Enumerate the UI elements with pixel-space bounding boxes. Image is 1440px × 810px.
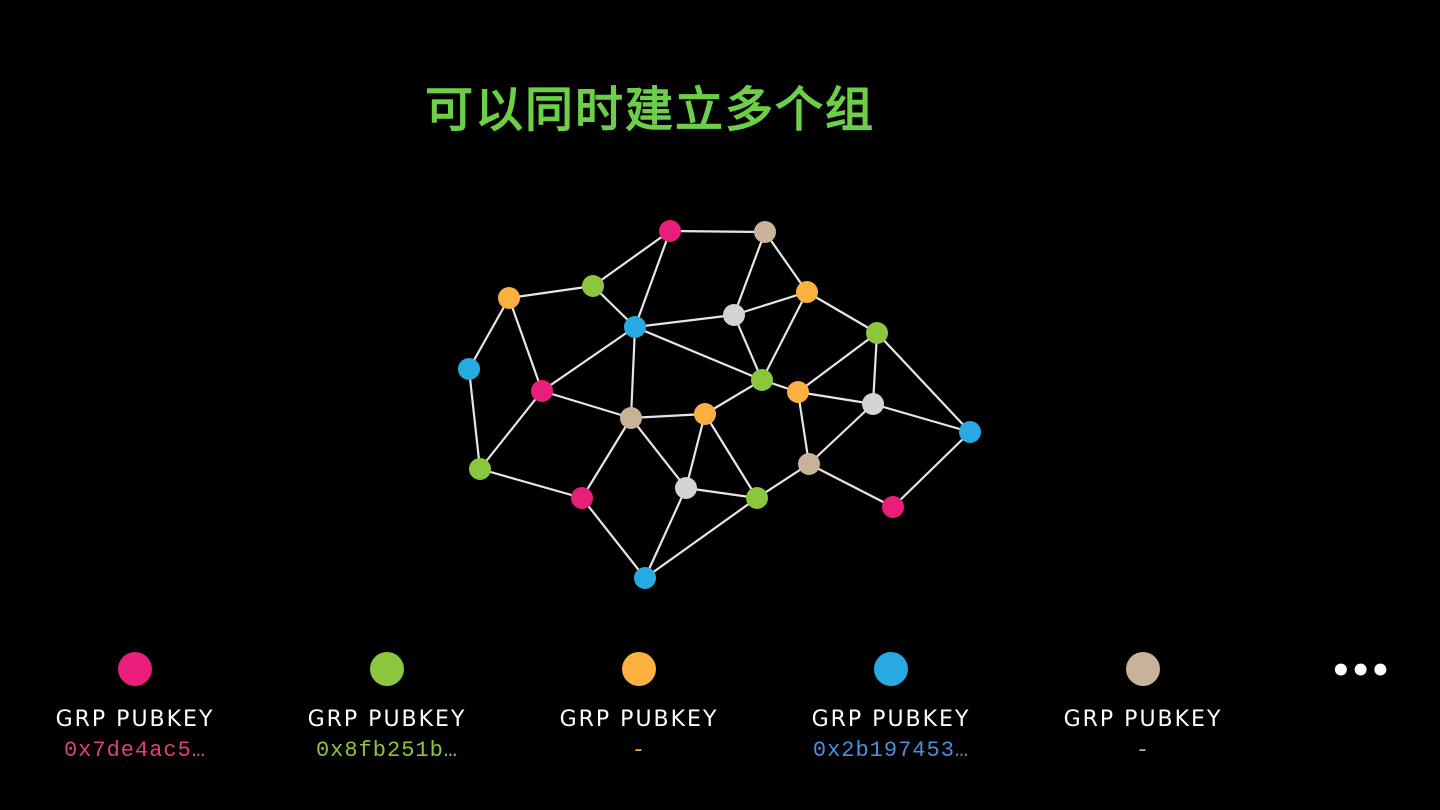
- graph-node-pink: [659, 220, 681, 242]
- graph-edge: [541, 389, 632, 420]
- graph-node-green: [866, 322, 888, 344]
- graph-node-orange: [796, 281, 818, 303]
- legend-pubkey: 0x2b197453…: [812, 738, 970, 763]
- graph-edge: [669, 229, 766, 234]
- graph-edge: [732, 231, 767, 316]
- graph-node-green: [746, 487, 768, 509]
- graph-node-gray: [723, 304, 745, 326]
- legend-dot-tan: [1126, 652, 1160, 686]
- legend-dot-orange: [622, 652, 656, 686]
- more-icon[interactable]: •••: [1330, 651, 1391, 691]
- graph-node-green: [751, 369, 773, 391]
- graph-edge: [507, 297, 544, 392]
- graph-node-blue: [458, 358, 480, 380]
- graph-edge: [629, 326, 637, 419]
- graph-edge: [704, 379, 763, 415]
- graph-edge: [643, 487, 688, 579]
- graph-edge: [876, 332, 971, 433]
- graph-node-pink: [882, 496, 904, 518]
- graph-edges: [467, 229, 971, 579]
- graph-node-tan: [798, 453, 820, 475]
- graph-edge: [581, 417, 632, 499]
- legend-pubkey: -: [1135, 738, 1151, 763]
- graph-edge: [592, 230, 671, 287]
- page-title: 可以同时建立多个组: [424, 82, 875, 138]
- graph-node-tan: [754, 221, 776, 243]
- graph-node-pink: [531, 380, 553, 402]
- graph-edge: [479, 390, 543, 470]
- legend-label: GRP PUBKEY: [307, 707, 467, 732]
- graph-edge: [808, 463, 894, 508]
- legend-item: GRP PUBKEY 0x8fb251b…: [257, 652, 517, 766]
- graph-edge: [479, 467, 583, 500]
- graph-edge: [684, 413, 707, 489]
- legend-dot-blue: [874, 652, 908, 686]
- legend-item: GRP PUBKEY 0x7de4ac5…: [5, 652, 265, 766]
- graph-edge: [541, 326, 636, 392]
- graph-edge: [468, 297, 510, 370]
- graph-node-tan: [620, 407, 642, 429]
- graph-node-orange: [694, 403, 716, 425]
- legend-label: GRP PUBKEY: [811, 707, 971, 732]
- graph-edge: [704, 413, 758, 499]
- graph-node-blue: [624, 316, 646, 338]
- legend-label: GRP PUBKEY: [55, 707, 215, 732]
- legend-pubkey: 0x7de4ac5…: [63, 738, 207, 763]
- graph-edge: [796, 391, 811, 465]
- graph-node-green: [469, 458, 491, 480]
- graph-edge: [634, 325, 763, 382]
- graph-edge: [634, 313, 735, 329]
- graph-edge: [467, 368, 482, 470]
- graph-edge: [581, 497, 646, 579]
- graph-edge: [872, 402, 971, 434]
- graph-node-orange: [498, 287, 520, 309]
- graph-edge: [732, 314, 764, 381]
- graph-edge: [508, 284, 594, 300]
- legend-item: GRP PUBKEY 0x2b197453…: [761, 652, 1021, 766]
- graph-edge: [764, 231, 808, 293]
- legend-dot-green: [370, 652, 404, 686]
- graph-edge: [761, 291, 808, 381]
- graph-node-green: [582, 275, 604, 297]
- legend-item: GRP PUBKEY -: [509, 652, 769, 766]
- graph-node-blue: [634, 567, 656, 589]
- legend-item: GRP PUBKEY -: [1013, 652, 1273, 766]
- graph-node-blue: [959, 421, 981, 443]
- graph-node-gray: [862, 393, 884, 415]
- network-graph: [458, 220, 981, 589]
- graph-node-orange: [787, 381, 809, 403]
- graph-edge: [892, 431, 971, 508]
- graph-edge: [733, 290, 808, 317]
- graph-edge: [630, 412, 706, 420]
- graph-edge: [630, 417, 687, 489]
- graph-nodes: [458, 220, 981, 589]
- legend-pubkey: -: [631, 738, 647, 763]
- graph-edge: [806, 291, 878, 334]
- legend-label: GRP PUBKEY: [559, 707, 719, 732]
- graph-edge: [633, 230, 672, 328]
- graph-edge: [808, 403, 874, 465]
- graph-node-gray: [675, 477, 697, 499]
- graph-edge: [797, 332, 878, 393]
- graph-edge: [685, 486, 758, 500]
- legend-label: GRP PUBKEY: [1063, 707, 1223, 732]
- legend-dot-pink: [118, 652, 152, 686]
- graph-edge: [644, 497, 758, 579]
- graph-edge: [797, 390, 874, 406]
- graph-edge: [871, 332, 879, 405]
- legend-pubkey: 0x8fb251b…: [315, 738, 459, 763]
- graph-node-pink: [571, 487, 593, 509]
